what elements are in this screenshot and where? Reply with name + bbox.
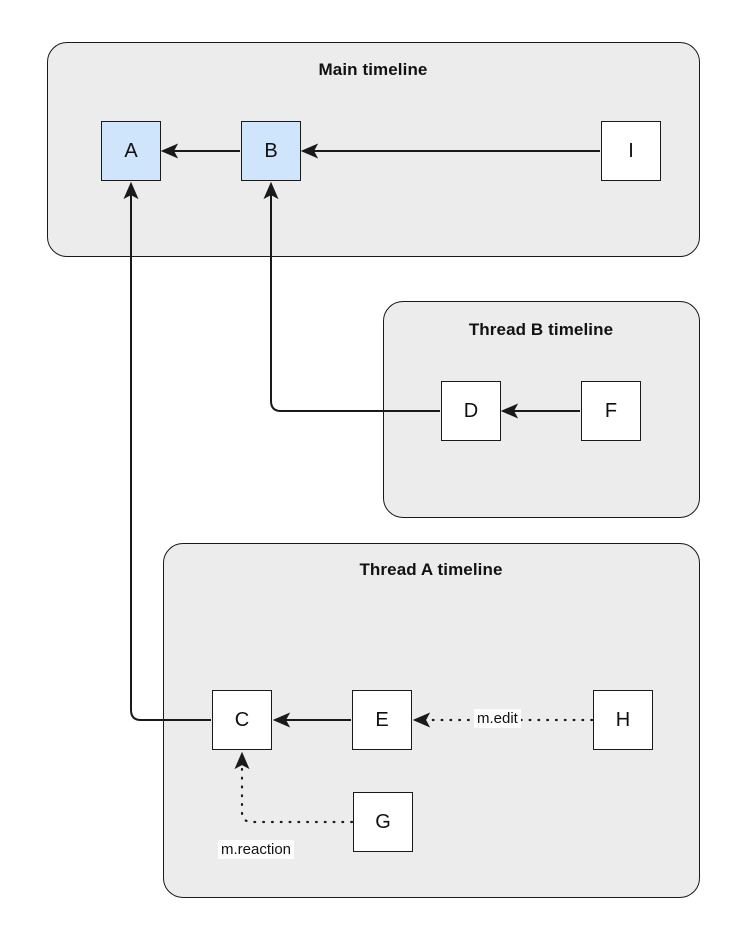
timeline-group-thread-b[interactable] (383, 301, 700, 518)
arrowhead-d-to-b (263, 181, 279, 200)
event-node-d[interactable]: D (441, 381, 501, 441)
event-node-c[interactable]: C (212, 690, 272, 750)
arrowhead-e-to-c (272, 712, 291, 728)
arrowhead-b-to-a (160, 143, 179, 159)
event-node-b-label: B (264, 140, 278, 162)
event-node-i[interactable]: I (601, 121, 661, 181)
event-node-g-label: G (375, 811, 391, 833)
edge-label-m-edit: m.edit (474, 709, 521, 729)
event-node-c-label: C (234, 709, 250, 731)
edge-c-to-a (130, 186, 211, 721)
edge-d-to-b (270, 186, 440, 412)
arrowhead-c-to-a (123, 181, 139, 200)
arrowhead-h-to-e (412, 712, 431, 728)
arrowhead-i-to-b (300, 143, 319, 159)
timeline-title-main: Main timeline (318, 60, 428, 79)
timeline-title-thread-b: Thread B timeline (468, 320, 614, 339)
edge-g-to-c (240, 754, 354, 824)
event-node-f-label: F (604, 400, 618, 422)
event-node-e-label: E (375, 709, 389, 731)
event-node-h[interactable]: H (593, 690, 653, 750)
event-node-a[interactable]: A (101, 121, 161, 181)
event-node-d-label: D (463, 400, 479, 422)
edge-label-m-reaction: m.reaction (218, 840, 295, 860)
arrowhead-g-to-c (234, 751, 250, 770)
event-node-b[interactable]: B (241, 121, 301, 181)
event-node-e[interactable]: E (352, 690, 412, 750)
event-node-a-label: A (124, 140, 138, 162)
event-node-f[interactable]: F (581, 381, 641, 441)
event-node-h-label: H (615, 709, 631, 731)
event-node-i-label: I (628, 140, 634, 162)
timeline-title-thread-a: Thread A timeline (359, 560, 503, 579)
event-node-g[interactable]: G (353, 792, 413, 852)
arrowhead-f-to-d (500, 403, 519, 419)
